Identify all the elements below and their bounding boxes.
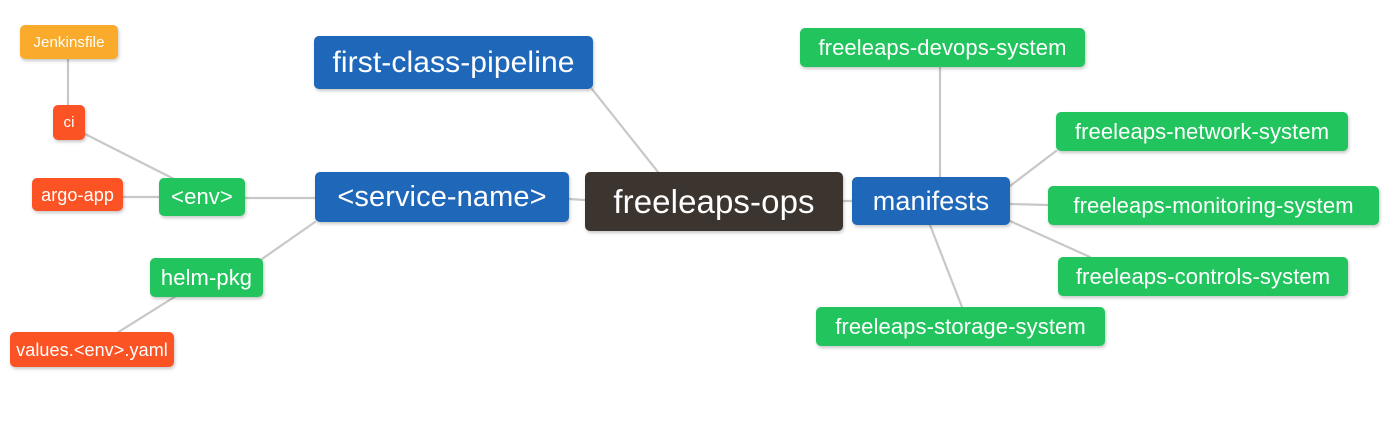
edge-manifests-controls-system bbox=[1008, 219, 1092, 259]
edge-helm-pkg-values-yaml bbox=[115, 294, 178, 335]
node-env[interactable]: <env> bbox=[159, 178, 245, 216]
node-jenkinsfile[interactable]: Jenkinsfile bbox=[20, 25, 118, 59]
node-label: Jenkinsfile bbox=[33, 33, 105, 51]
node-label: manifests bbox=[872, 185, 990, 216]
node-label: <env> bbox=[171, 184, 233, 209]
edge-root-service-name bbox=[567, 197, 587, 202]
node-ci[interactable]: ci bbox=[53, 105, 85, 140]
node-label: argo-app bbox=[41, 184, 114, 205]
node-label: freeleaps-controls-system bbox=[1075, 263, 1331, 289]
node-freeleaps-devops-system[interactable]: freeleaps-devops-system bbox=[800, 28, 1085, 67]
node-label: freeleaps-network-system bbox=[1074, 118, 1330, 144]
edge-manifests-network-system bbox=[1008, 149, 1058, 188]
edge-env-ci bbox=[83, 132, 178, 182]
node-freeleaps-monitoring-system[interactable]: freeleaps-monitoring-system bbox=[1048, 186, 1379, 225]
node-argo-app[interactable]: argo-app bbox=[32, 178, 123, 211]
node-label: ci bbox=[63, 114, 75, 131]
node-manifests[interactable]: manifests bbox=[852, 177, 1010, 225]
node-freeleaps-ops[interactable]: freeleaps-ops bbox=[585, 172, 843, 231]
node-label: freeleaps-monitoring-system bbox=[1073, 192, 1354, 218]
node-values-yaml[interactable]: values.<env>.yaml bbox=[10, 332, 174, 367]
edge-manifests-monitoring-system bbox=[1008, 202, 1050, 207]
node-freeleaps-controls-system[interactable]: freeleaps-controls-system bbox=[1058, 257, 1348, 296]
node-label: first-class-pipeline bbox=[332, 45, 575, 79]
edge-manifests-storage-system bbox=[928, 223, 964, 309]
edge-root-first-class-pipeline bbox=[590, 87, 660, 174]
node-label: freeleaps-storage-system bbox=[835, 313, 1086, 339]
node-label: freeleaps-ops bbox=[613, 183, 815, 220]
node-label: values.<env>.yaml bbox=[16, 339, 168, 360]
node-label: helm-pkg bbox=[160, 264, 253, 290]
node-first-class-pipeline[interactable]: first-class-pipeline bbox=[314, 36, 593, 89]
node-freeleaps-storage-system[interactable]: freeleaps-storage-system bbox=[816, 307, 1105, 346]
node-label: <service-name> bbox=[337, 180, 547, 213]
node-service-name[interactable]: <service-name> bbox=[315, 172, 569, 222]
node-helm-pkg[interactable]: helm-pkg bbox=[150, 258, 263, 297]
node-label: freeleaps-devops-system bbox=[818, 34, 1067, 60]
node-freeleaps-network-system[interactable]: freeleaps-network-system bbox=[1056, 112, 1348, 151]
edge-service-name-helm-pkg bbox=[260, 220, 317, 261]
